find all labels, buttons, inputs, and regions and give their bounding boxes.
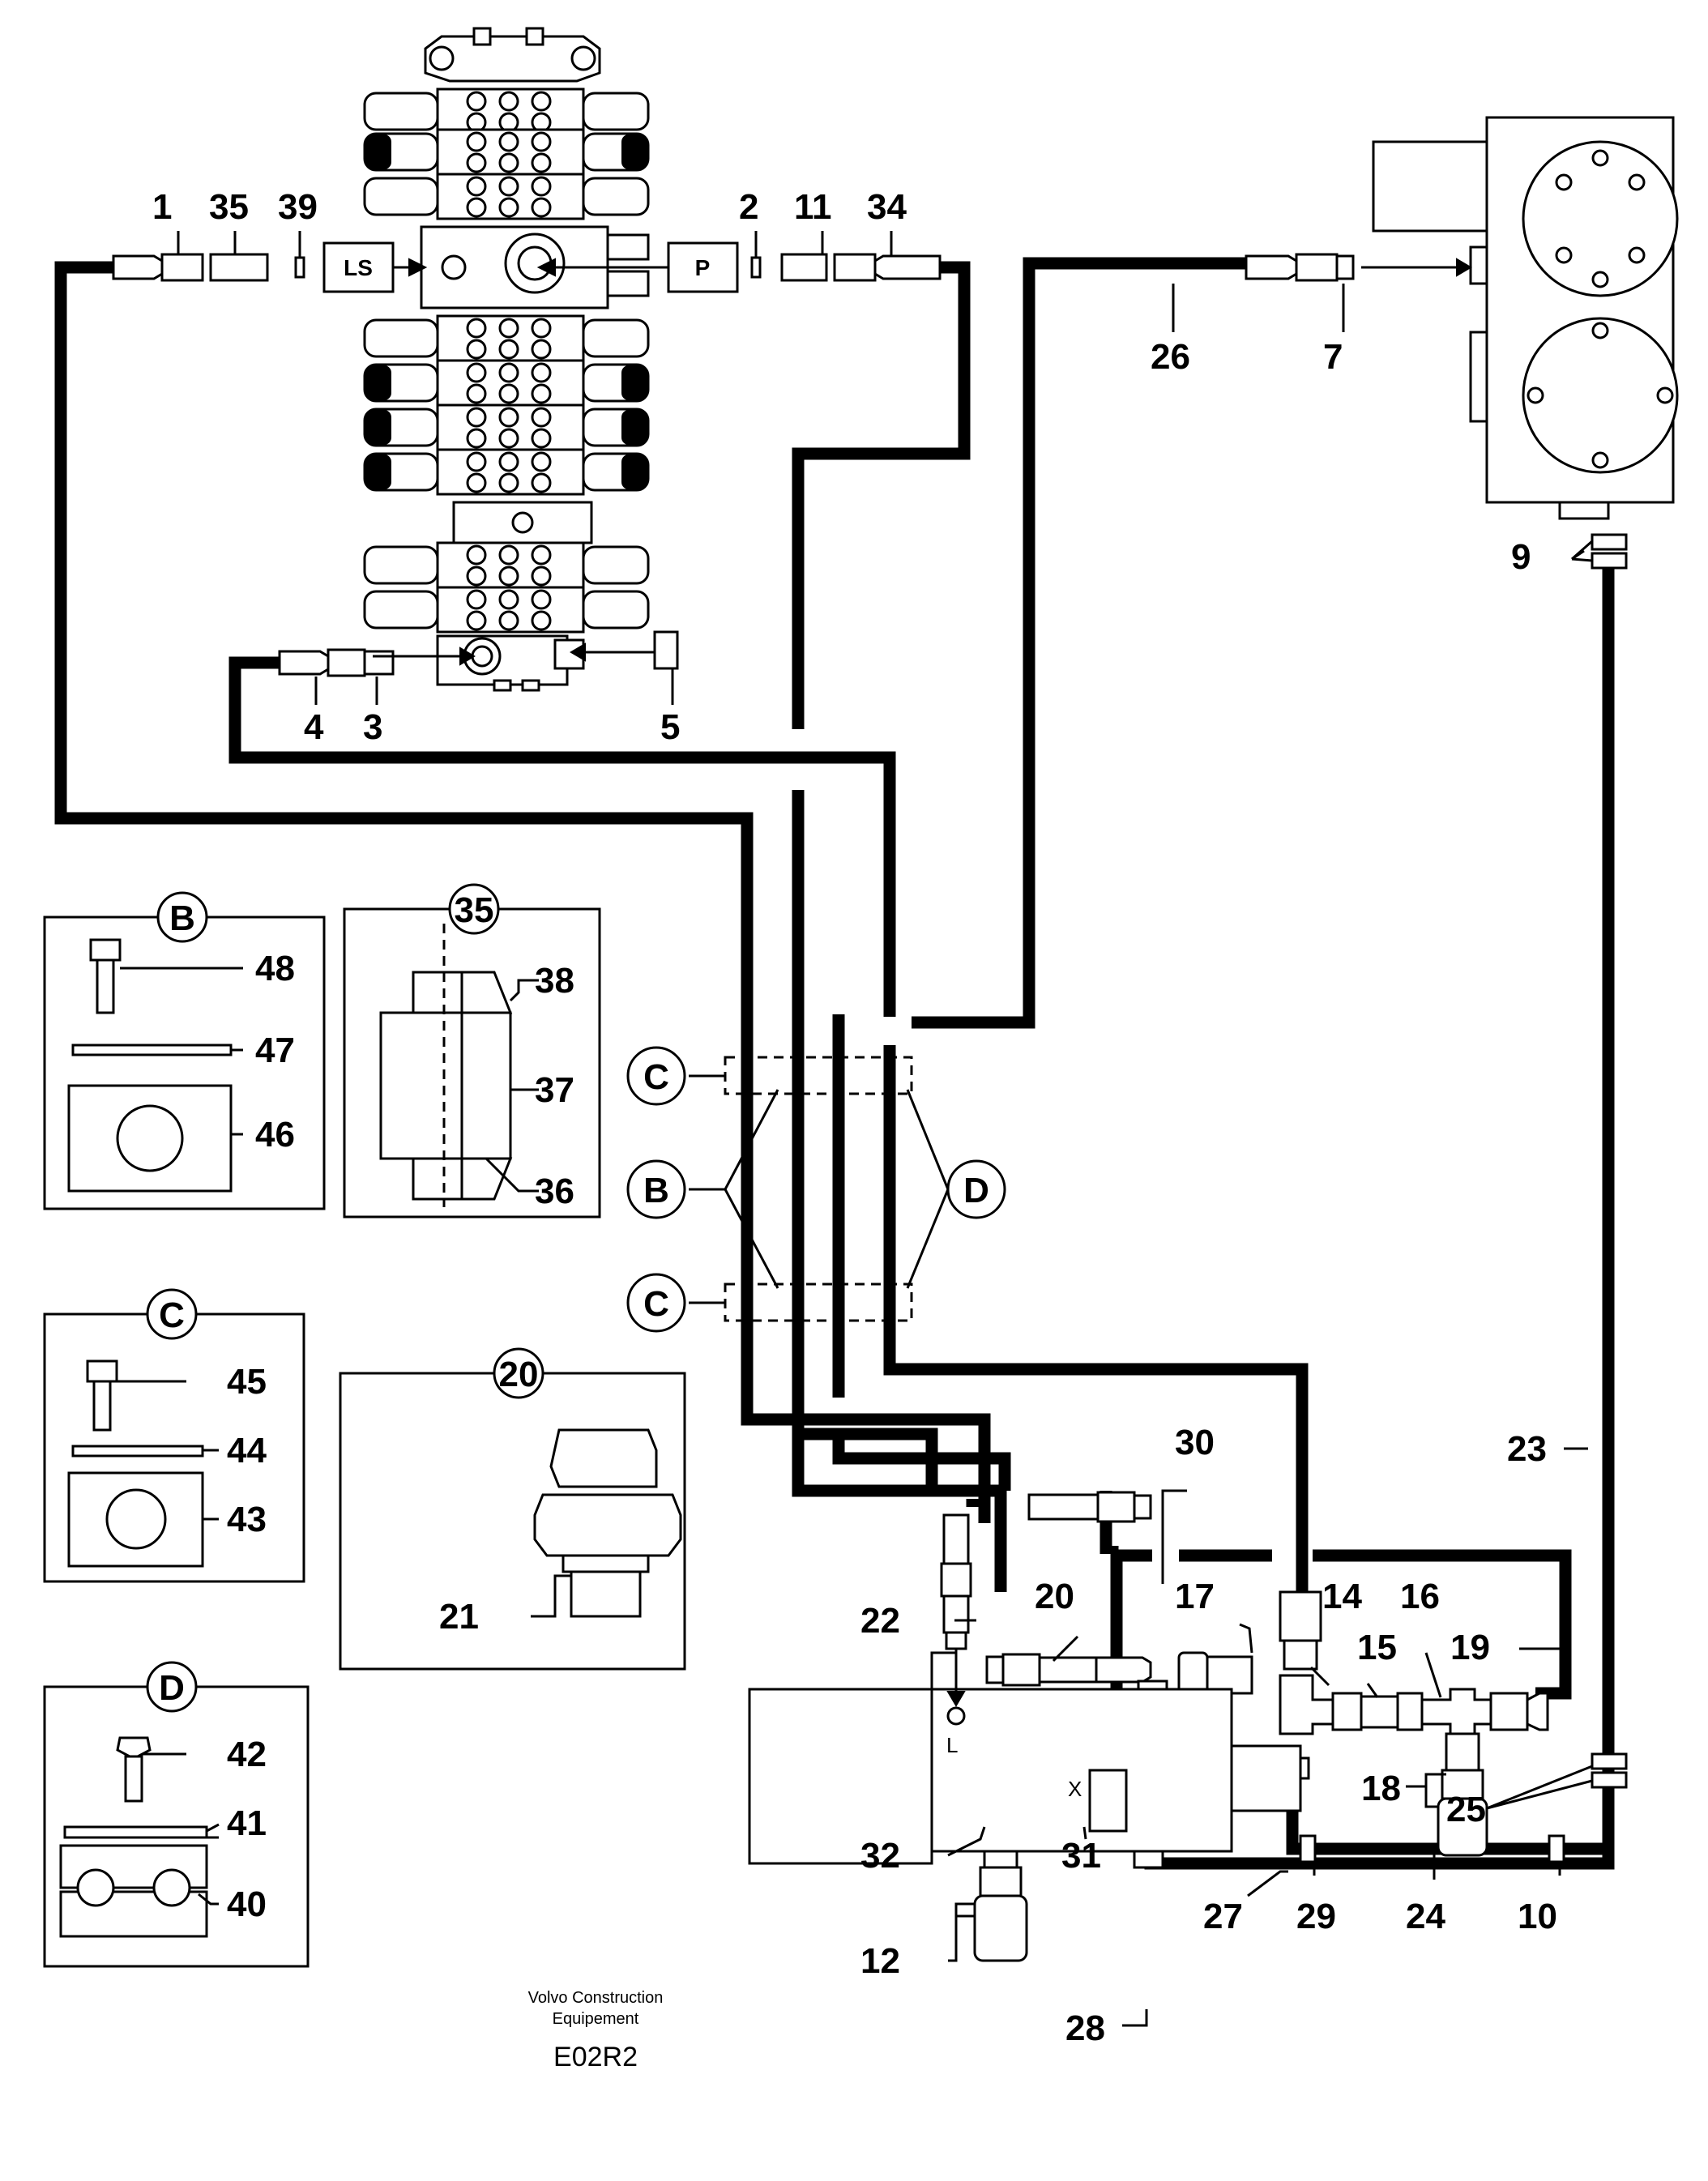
- detail-label-d: D: [159, 1668, 185, 1708]
- callout-32: 32: [860, 1836, 900, 1876]
- callout-21: 21: [439, 1597, 479, 1637]
- detail-label-c: C: [159, 1295, 185, 1335]
- credit-line-1: Volvo Construction: [528, 1989, 664, 2007]
- callout-16: 16: [1400, 1577, 1440, 1616]
- callout-25: 25: [1446, 1790, 1486, 1829]
- callout-circles: [146, 883, 1006, 1713]
- leader-lines: [113, 231, 1593, 2027]
- port-label-ls: LS: [344, 255, 373, 280]
- detail-label-b: B: [169, 898, 195, 938]
- callout-31: 31: [1061, 1836, 1101, 1876]
- callout-9: 9: [1511, 537, 1531, 577]
- detail-box-b: [43, 916, 326, 1210]
- port-box-ls: [322, 241, 428, 293]
- callout-46: 46: [255, 1115, 295, 1155]
- callout-39: 39: [278, 187, 318, 227]
- hoses: [54, 257, 1615, 1870]
- port-box-p: [536, 241, 739, 293]
- clamp-label-c-bottom: C: [643, 1284, 669, 1324]
- callout-43: 43: [227, 1500, 267, 1539]
- callout-18: 18: [1361, 1769, 1401, 1808]
- credit-line-2: Equipement: [553, 2010, 639, 2028]
- callout-5: 5: [660, 707, 680, 747]
- pump-unit: [748, 1651, 1302, 1865]
- callout-23: 23: [1507, 1429, 1547, 1469]
- callout-14: 14: [1322, 1577, 1362, 1616]
- part-numbers: 1 35 39 2 11 34 26 7 9 4 3 5 48 47 46 38…: [152, 187, 1557, 2048]
- clamp-locations: [689, 1056, 950, 1322]
- clamp-label-d: D: [963, 1171, 989, 1210]
- detail-box-d: [43, 1685, 310, 1968]
- callout-30: 30: [1175, 1423, 1215, 1462]
- clamp-label-c-top: C: [643, 1057, 669, 1097]
- callout-3: 3: [363, 707, 382, 747]
- callout-24: 24: [1406, 1897, 1445, 1936]
- detail-label-20: 20: [499, 1355, 539, 1394]
- callout-12: 12: [860, 1941, 900, 1981]
- port-label-l: L: [946, 1733, 958, 1757]
- clamp-label-b: B: [643, 1171, 669, 1210]
- callout-28: 28: [1065, 2008, 1105, 2048]
- callout-36: 36: [535, 1172, 574, 1211]
- motor-unit: [1372, 116, 1679, 520]
- callout-22: 22: [860, 1601, 900, 1641]
- callout-4: 4: [304, 707, 324, 747]
- fittings: [112, 253, 1628, 1962]
- port-label-x: X: [1068, 1777, 1082, 1801]
- callout-26: 26: [1151, 337, 1190, 377]
- drawing-code: E02R2: [553, 2042, 638, 2072]
- callout-20: 20: [1035, 1577, 1074, 1616]
- callout-29: 29: [1296, 1897, 1336, 1936]
- callout-40: 40: [227, 1884, 267, 1924]
- callout-48: 48: [255, 949, 295, 988]
- callout-41: 41: [227, 1803, 267, 1843]
- callout-1: 1: [152, 187, 172, 227]
- callout-34: 34: [867, 187, 907, 227]
- callout-47: 47: [255, 1031, 295, 1070]
- callout-27: 27: [1203, 1897, 1243, 1936]
- callout-2: 2: [739, 187, 758, 227]
- callout-37: 37: [535, 1070, 574, 1110]
- detail-box-35: [343, 907, 601, 1219]
- callout-35: 35: [209, 187, 249, 227]
- circle-letters: B 35 C 20 D C B D C: [159, 890, 989, 1708]
- callout-19: 19: [1450, 1628, 1490, 1667]
- callout-11: 11: [794, 187, 832, 227]
- callout-17: 17: [1175, 1577, 1215, 1616]
- detail-box-20: [339, 1372, 686, 1671]
- port-label-p: P: [695, 255, 711, 280]
- callout-45: 45: [227, 1362, 267, 1402]
- detail-label-35: 35: [455, 890, 494, 930]
- control-valve-block: [363, 27, 650, 692]
- callout-10: 10: [1518, 1897, 1557, 1936]
- callout-38: 38: [535, 961, 574, 1001]
- port-labels: LS P L X: [344, 255, 1082, 1801]
- callout-7: 7: [1323, 337, 1343, 377]
- callout-42: 42: [227, 1735, 267, 1774]
- detail-box-c: [43, 1312, 305, 1583]
- callout-44: 44: [227, 1431, 267, 1470]
- credit-block: Volvo Construction Equipement E02R2: [528, 1989, 664, 2072]
- callout-15: 15: [1357, 1628, 1397, 1667]
